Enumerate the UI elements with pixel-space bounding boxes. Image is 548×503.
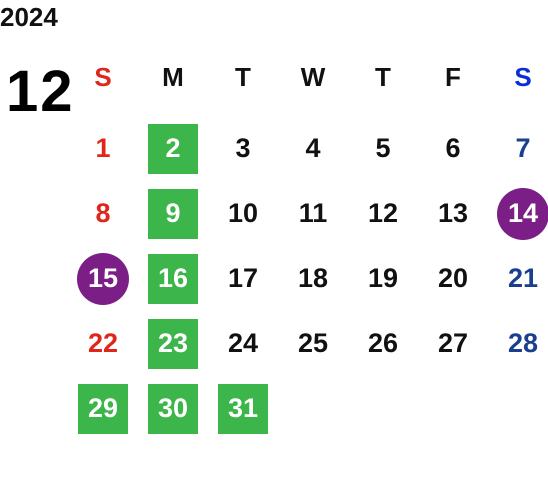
day-cell[interactable]: 15 bbox=[68, 246, 138, 311]
year-label: 2024 bbox=[0, 2, 58, 32]
day-number: 9 bbox=[148, 188, 198, 239]
day-number: 20 bbox=[437, 263, 469, 293]
day-number: 18 bbox=[297, 263, 329, 293]
day-number: 7 bbox=[515, 133, 531, 163]
day-number: 6 bbox=[445, 133, 461, 163]
weekday-header: S bbox=[94, 62, 112, 92]
day-number: 1 bbox=[95, 133, 111, 163]
day-cell[interactable]: 22 bbox=[68, 311, 138, 376]
day-number: 22 bbox=[87, 328, 119, 358]
day-cell[interactable]: 16 bbox=[138, 246, 208, 311]
day-number: 14 bbox=[497, 187, 548, 240]
day-number: 28 bbox=[507, 328, 539, 358]
day-cell[interactable]: 30 bbox=[138, 376, 208, 441]
day-number: 16 bbox=[148, 253, 198, 304]
day-cell[interactable]: 14 bbox=[488, 181, 548, 246]
day-number: 3 bbox=[235, 133, 251, 163]
month-number: 12 bbox=[6, 59, 75, 124]
day-cell[interactable]: 21 bbox=[488, 246, 548, 311]
day-number: 23 bbox=[148, 318, 198, 369]
weekday-header: F bbox=[445, 62, 461, 92]
day-cell[interactable]: 11 bbox=[278, 181, 348, 246]
day-cell[interactable]: 12 bbox=[348, 181, 418, 246]
day-cell[interactable]: 25 bbox=[278, 311, 348, 376]
day-cell[interactable]: 28 bbox=[488, 311, 548, 376]
day-cell[interactable]: 27 bbox=[418, 311, 488, 376]
day-cell[interactable]: 23 bbox=[138, 311, 208, 376]
day-cell[interactable]: 4 bbox=[278, 116, 348, 181]
day-number: 21 bbox=[507, 263, 539, 293]
day-number: 8 bbox=[95, 198, 111, 228]
day-cell[interactable]: 29 bbox=[68, 376, 138, 441]
day-number: 13 bbox=[437, 198, 469, 228]
day-number: 15 bbox=[77, 252, 129, 305]
day-cell[interactable]: 8 bbox=[68, 181, 138, 246]
weekday-header: T bbox=[235, 62, 251, 92]
day-cell[interactable]: 5 bbox=[348, 116, 418, 181]
day-number: 2 bbox=[148, 123, 198, 174]
day-cell[interactable]: 17 bbox=[208, 246, 278, 311]
day-cell[interactable]: 31 bbox=[208, 376, 278, 441]
day-cell[interactable]: 2 bbox=[138, 116, 208, 181]
day-cell[interactable]: 1 bbox=[68, 116, 138, 181]
weekday-header: M bbox=[162, 62, 184, 92]
day-cell[interactable]: 13 bbox=[418, 181, 488, 246]
day-cell[interactable]: 6 bbox=[418, 116, 488, 181]
day-number: 27 bbox=[437, 328, 469, 358]
day-number: 11 bbox=[298, 198, 328, 228]
day-number: 25 bbox=[297, 328, 329, 358]
day-cell[interactable]: 10 bbox=[208, 181, 278, 246]
day-number: 4 bbox=[305, 133, 321, 163]
day-number: 5 bbox=[375, 133, 391, 163]
day-cell[interactable]: 24 bbox=[208, 311, 278, 376]
day-number: 29 bbox=[78, 383, 128, 434]
day-number: 17 bbox=[227, 263, 259, 293]
day-cell[interactable]: 3 bbox=[208, 116, 278, 181]
weekday-header: W bbox=[300, 62, 326, 92]
day-cell[interactable]: 19 bbox=[348, 246, 418, 311]
weekday-header: S bbox=[514, 62, 532, 92]
day-number: 24 bbox=[227, 328, 259, 358]
day-number: 31 bbox=[218, 383, 268, 434]
day-number: 30 bbox=[148, 383, 198, 434]
day-cell[interactable]: 9 bbox=[138, 181, 208, 246]
day-cell[interactable]: 20 bbox=[418, 246, 488, 311]
day-number: 10 bbox=[227, 198, 259, 228]
day-number: 19 bbox=[367, 263, 399, 293]
day-cell[interactable]: 26 bbox=[348, 311, 418, 376]
day-number: 12 bbox=[367, 198, 399, 228]
day-cell[interactable]: 7 bbox=[488, 116, 548, 181]
weekday-header: T bbox=[375, 62, 391, 92]
day-cell[interactable]: 18 bbox=[278, 246, 348, 311]
day-number: 26 bbox=[367, 328, 399, 358]
